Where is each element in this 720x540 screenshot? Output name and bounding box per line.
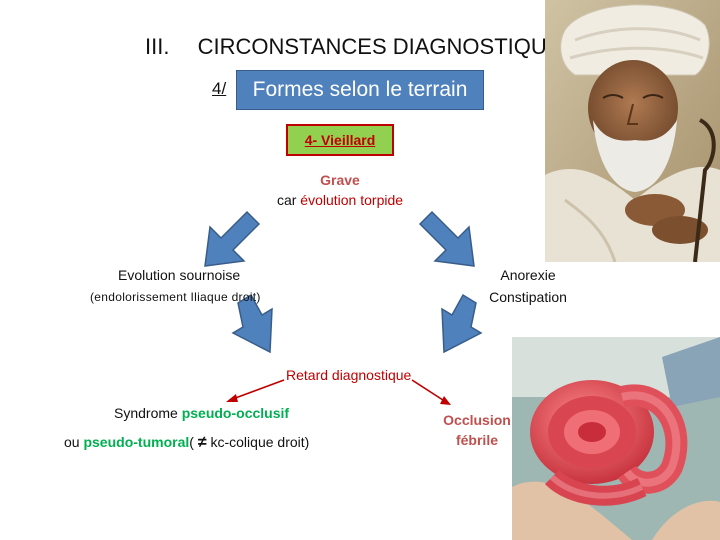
arrow-bottom-left-icon (231, 293, 273, 354)
occlusion-text: Occlusion (443, 412, 511, 428)
subsection-title-box: Formes selon le terrain (236, 70, 484, 110)
evolution-torpide-text: évolution torpide (300, 192, 404, 208)
occlusion-febrile-label: Occlusion fébrile (436, 410, 518, 450)
subsection-number: 4/ (212, 79, 227, 98)
ou-text: ou (64, 434, 80, 450)
retard-diagnostique-label: Retard diagnostique (286, 367, 412, 383)
arrow-bottom-right-icon (441, 293, 483, 354)
bowel-occlusion-surgery-photo (512, 337, 720, 540)
paren-open-text: ( (189, 434, 194, 450)
endolorissement-label: (endolorissement Iliaque droit) (90, 290, 261, 304)
section-number: III. (145, 34, 170, 59)
pseudo-tumoral-line: ou pseudo-tumoral( ≠ kc-colique droit) (64, 434, 309, 452)
kc-colique-text: kc-colique droit) (210, 434, 310, 450)
evolution-sournoise-label: Evolution sournoise (118, 267, 241, 283)
elderly-man-portrait (545, 0, 720, 262)
arrow-top-left-icon (204, 210, 261, 267)
terrain-label-box: 4- Vieillard (286, 124, 394, 156)
febrile-text: fébrile (455, 432, 498, 448)
not-equal-symbol: ≠ (197, 434, 207, 451)
pseudo-tumoral-text: pseudo-tumoral (83, 434, 190, 450)
car-text: car (276, 192, 297, 208)
grave-label: Grave (320, 172, 360, 188)
red-arrow-left-icon (226, 379, 285, 402)
anorexie-label: Anorexie (500, 267, 556, 283)
syndrome-prefix: Syndrome (114, 405, 178, 421)
slide-title: III. CIRCONSTANCES DIAGNOSTIQUES (145, 34, 576, 60)
red-arrow-right-icon (411, 379, 451, 405)
syndrome-line: Syndrome pseudo-occlusif (114, 405, 289, 421)
evolution-line: car évolution torpide (250, 192, 430, 208)
arrow-top-right-icon (418, 210, 475, 267)
section-title: CIRCONSTANCES DIAGNOSTIQUES (197, 34, 577, 59)
constipation-label: Constipation (489, 289, 567, 305)
pseudo-occlusif-text: pseudo-occlusif (181, 405, 290, 421)
